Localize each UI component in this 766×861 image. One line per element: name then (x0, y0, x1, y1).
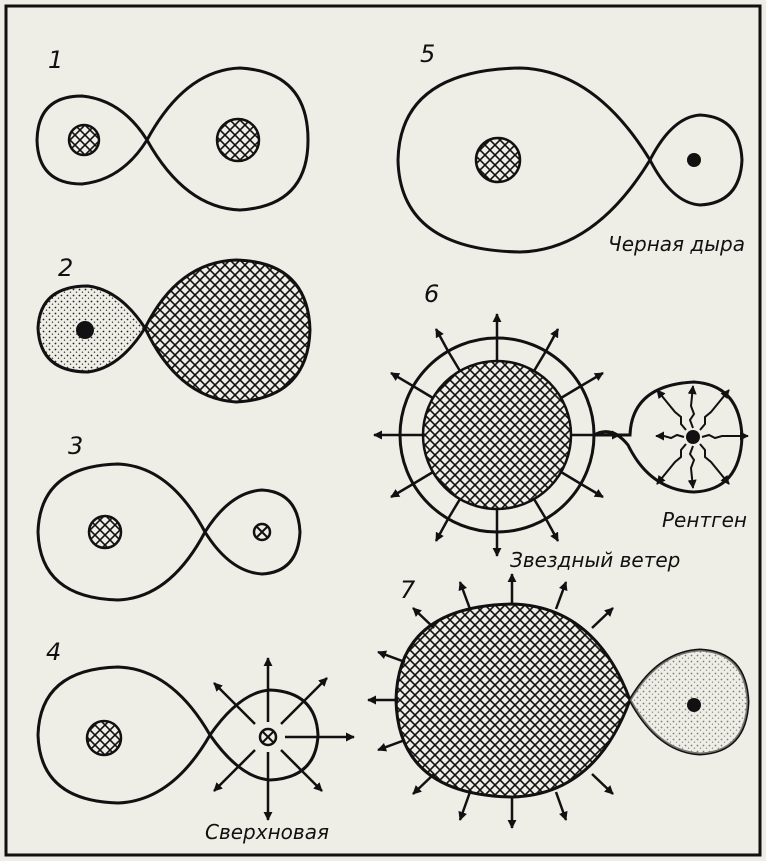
panel-5-black-hole (687, 153, 701, 167)
panel-2-mass-transfer (38, 260, 310, 402)
panel-3-small-star (254, 524, 270, 540)
panel-6-number: 6 (424, 282, 439, 306)
panel-7-compact-star (687, 698, 701, 712)
panel-5-number: 5 (420, 42, 435, 66)
panel-4-ejecta-arrows (214, 658, 354, 820)
panel-5-black-hole-binary (398, 68, 742, 252)
panel-3-binary-system (38, 464, 300, 600)
xray-caption: Рентген (662, 510, 747, 530)
panel-3-number: 3 (68, 434, 83, 458)
panel-6-giant-star (423, 361, 571, 509)
panel-4-number: 4 (46, 640, 61, 664)
panel-2-number: 2 (58, 256, 73, 280)
panel-4-supernova (38, 658, 354, 820)
panel-2-compact-star (76, 321, 94, 339)
panel-1-number: 1 (48, 48, 63, 72)
panel-7-giant-lobe (396, 604, 630, 797)
panel-1-left-star (69, 125, 99, 155)
panel-2-filled-lobe (145, 260, 310, 402)
panel-6-compact-object (686, 430, 700, 444)
panel-7-overflow-binary (368, 574, 748, 828)
panel-1-binary-system (37, 68, 308, 210)
panel-4-exploding-star (260, 729, 276, 745)
black-hole-caption: Черная дыра (608, 234, 745, 254)
panel-1-right-star (217, 119, 259, 161)
panel-4-companion-star (87, 721, 121, 755)
panel-7-number: 7 (400, 578, 415, 602)
panel-3-large-star (89, 516, 121, 548)
panel-5-star (476, 138, 520, 182)
stellar-wind-caption: Звездный ветер (510, 550, 680, 570)
supernova-caption: Сверхновая (205, 822, 329, 842)
